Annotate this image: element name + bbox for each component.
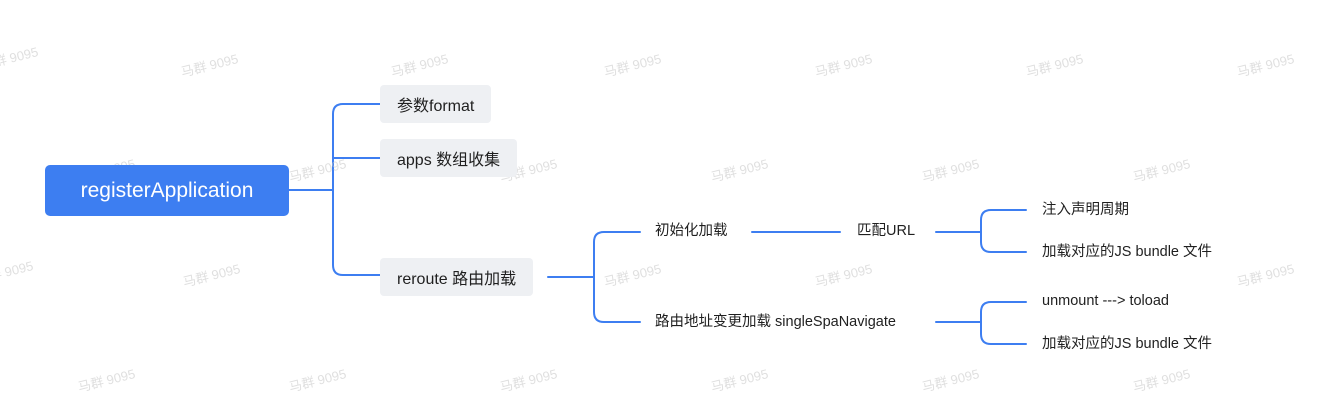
node-label: apps 数组收集 [397, 152, 501, 169]
root-node-label: registerApplication [80, 178, 254, 202]
node-apps-collect[interactable]: apps 数组收集 [380, 139, 518, 177]
connector-to-params [332, 103, 381, 191]
connector-to-bundle-2 [980, 321, 1027, 345]
node-match-url[interactable]: 匹配URL [857, 223, 916, 239]
node-label: 参数format [397, 98, 475, 115]
node-unmount-toload[interactable]: unmount ---> toload [1042, 293, 1169, 309]
connector-to-nav [593, 276, 641, 323]
node-reroute[interactable]: reroute 路由加载 [380, 258, 534, 296]
node-inject-lifecycle[interactable]: 注入声明周期 [1042, 202, 1129, 218]
node-init-load[interactable]: 初始化加载 [655, 223, 728, 239]
node-label: reroute 路由加载 [397, 271, 517, 288]
connector-to-lifecycle [980, 209, 1027, 233]
node-params-format[interactable]: 参数format [380, 85, 492, 123]
root-node-register-application[interactable]: registerApplication [45, 165, 289, 216]
node-load-js-bundle[interactable]: 加载对应的JS bundle 文件 [1042, 336, 1213, 352]
node-route-change-load[interactable]: 路由地址变更加载 singleSpaNavigate [655, 314, 896, 330]
node-load-js-bundle[interactable]: 加载对应的JS bundle 文件 [1042, 244, 1213, 260]
connector-to-init [593, 231, 641, 278]
connector-to-bundle-1 [980, 231, 1027, 253]
connector-to-unmount [980, 301, 1027, 323]
connector-to-reroute [332, 189, 381, 276]
